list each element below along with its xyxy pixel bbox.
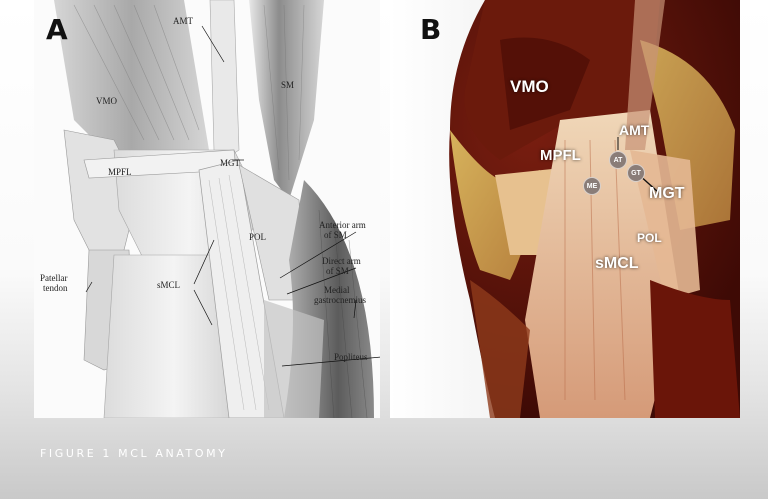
dissection-photo [390,0,740,418]
label-vmo: VMO [510,77,549,96]
label-amt: AMT [173,16,193,26]
label-vmo: VMO [96,96,118,106]
label-patellar-tendon-line1: Patellar [40,273,68,283]
label-mgt: MGT [649,185,685,202]
label-sm: SM [281,80,295,90]
label-amt: AMT [619,122,650,138]
label-anterior-arm-line1: Anterior arm [319,220,366,230]
label-gt: GT [627,164,645,182]
label-direct-arm-line1: Direct arm [322,256,361,266]
label-mpfl: MPFL [540,147,581,164]
label-mpfl: MPFL [108,167,132,177]
illustration-panel-a: A AMT SM VMO MPFL MGT POL sMCL Patellar … [34,0,380,418]
label-medial-gastrocnemius-line2: gastrocnemius [314,295,366,305]
photo-panel-b: B VMO AMT MPFL AT GT ME MGT POL sMCL [390,0,740,418]
label-smcl: sMCL [595,255,639,272]
label-popliteus: Popliteus [334,352,368,362]
label-direct-arm-line2: of SM [326,266,349,276]
label-at: AT [609,151,627,169]
label-pol: POL [637,231,662,245]
label-anterior-arm-line2: of SM [324,230,347,240]
panel-a-letter: A [46,13,68,46]
label-patellar-tendon-line2: tendon [43,283,68,293]
figure-caption: FIGURE 1 MCL ANATOMY [40,447,228,460]
label-mgt: MGT [220,158,240,168]
knee-illustration [54,0,380,418]
panel-b-letter: B [420,13,442,46]
label-smcl: sMCL [157,280,181,290]
label-me: ME [583,177,601,195]
label-medial-gastrocnemius-line1: Medial [324,285,350,295]
label-pol: POL [249,232,267,242]
